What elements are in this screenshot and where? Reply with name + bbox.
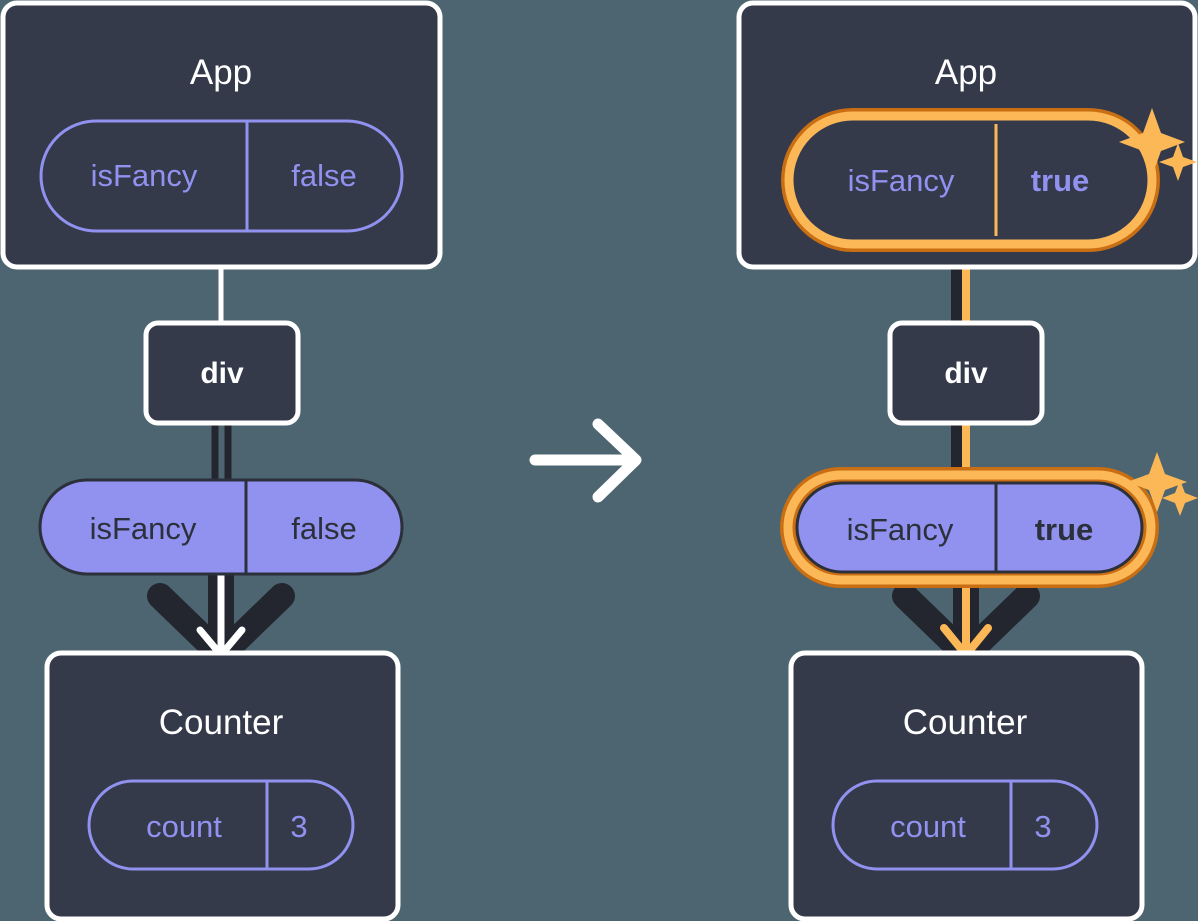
prop-pill-left[interactable]	[38, 478, 404, 576]
arrow-right-icon	[529, 418, 642, 503]
sparkle-icon-app-small	[1159, 143, 1197, 181]
counter-state-pill-left[interactable]	[87, 779, 355, 871]
sparkle-icon-app-large	[1119, 108, 1185, 176]
app-state-pill-right[interactable]	[781, 108, 1160, 252]
div-box-left[interactable]	[143, 320, 301, 426]
div-box-right[interactable]	[887, 320, 1045, 426]
app-state-pill-left[interactable]	[39, 119, 404, 233]
counter-state-pill-right[interactable]	[831, 779, 1099, 871]
sparkle-icon-prop-small	[1162, 480, 1198, 516]
prop-pill-right[interactable]	[780, 467, 1159, 588]
sparkle-icon-prop-large	[1127, 452, 1187, 512]
